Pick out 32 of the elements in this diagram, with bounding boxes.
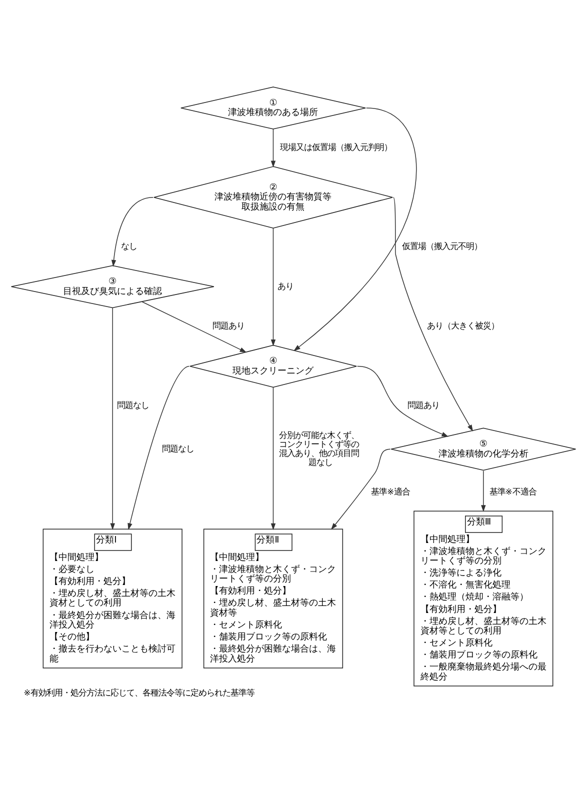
edge-label: 仮置場（搬入元不明） (402, 240, 482, 250)
edge-label: 分別が可能な木くず、コンクリートくず等の混入あり、他の項目問題なし (278, 430, 359, 467)
node-box: 分類Ⅲ 【中間処理】 ・津波堆積物と木くず・コンクリートくず等の分別 ・洗浄等による浄化 ・不溶化・無害化処理 ・熱処理（焼却・溶融等） 【有効利用・処分】 ・埋め戻し材、盛土材等の土木資材等としての利用 ・セメント原料化 ・舗装用ブロック等の原料化 ・一般廃棄物最終処分場への最終処分 (414, 510, 554, 686)
edge-label: あり (277, 280, 294, 290)
node-diamond: ⑤ 津波堆積物の化学分析 (390, 427, 576, 470)
arrow (356, 365, 448, 436)
node-box: 分類Ⅰ 【中間処理】 ・必要なし 【有効利用・処分】 ・埋め戻し材、盛土材等の土木資材としての利用 ・最終処分が困難な場合は、海洋投入処分 【その他】 ・撤去を行わないことも検討可能 (42, 528, 182, 668)
node-diamond: ① 津波堆積物のある場所 (180, 86, 366, 129)
arrow (111, 196, 154, 266)
edge-label: なし (121, 240, 138, 250)
edge-label: 問題なし (117, 400, 150, 410)
edge-label: あり（大きく被災） (427, 320, 500, 330)
caption: ※有効利用・処分方法に応じて、各種法令等に定められた基準等 (24, 687, 255, 698)
arrow (270, 386, 276, 530)
arrow (481, 470, 486, 512)
node-diamond: ③ 目視及び臭気による確認 (10, 264, 214, 308)
arrow (142, 300, 247, 352)
edge-label: 問題あり (212, 320, 244, 330)
node-box: 分類Ⅱ 【中間処理】 ・津波堆積物と木くず・コンクリートくず等の分別 【有効利用・処分】 ・埋め戻し材、盛土材等の土木資材等 ・セメント原料化 ・舗装用ブロック等の原料化 ・最終処分が困難な場合は、海洋投入処分 (203, 528, 344, 668)
arrow (270, 128, 276, 167)
arrow (128, 365, 190, 530)
node-diamond: ② 津波堆積物近傍の有害物質等取扱施設の有無 (154, 166, 393, 228)
edge-label: 現場又は仮置場（搬入元判明） (280, 141, 392, 152)
edge-label: 基準※適合 (371, 486, 410, 496)
edge-label: 基準※不適合 (489, 486, 536, 496)
arrow (392, 196, 474, 432)
arrow (270, 227, 276, 346)
arrow (330, 448, 391, 530)
arrow (294, 107, 417, 351)
arrow (110, 306, 115, 530)
edge-label: 問題あり (408, 400, 440, 410)
edge-label: 問題なし (162, 442, 194, 453)
